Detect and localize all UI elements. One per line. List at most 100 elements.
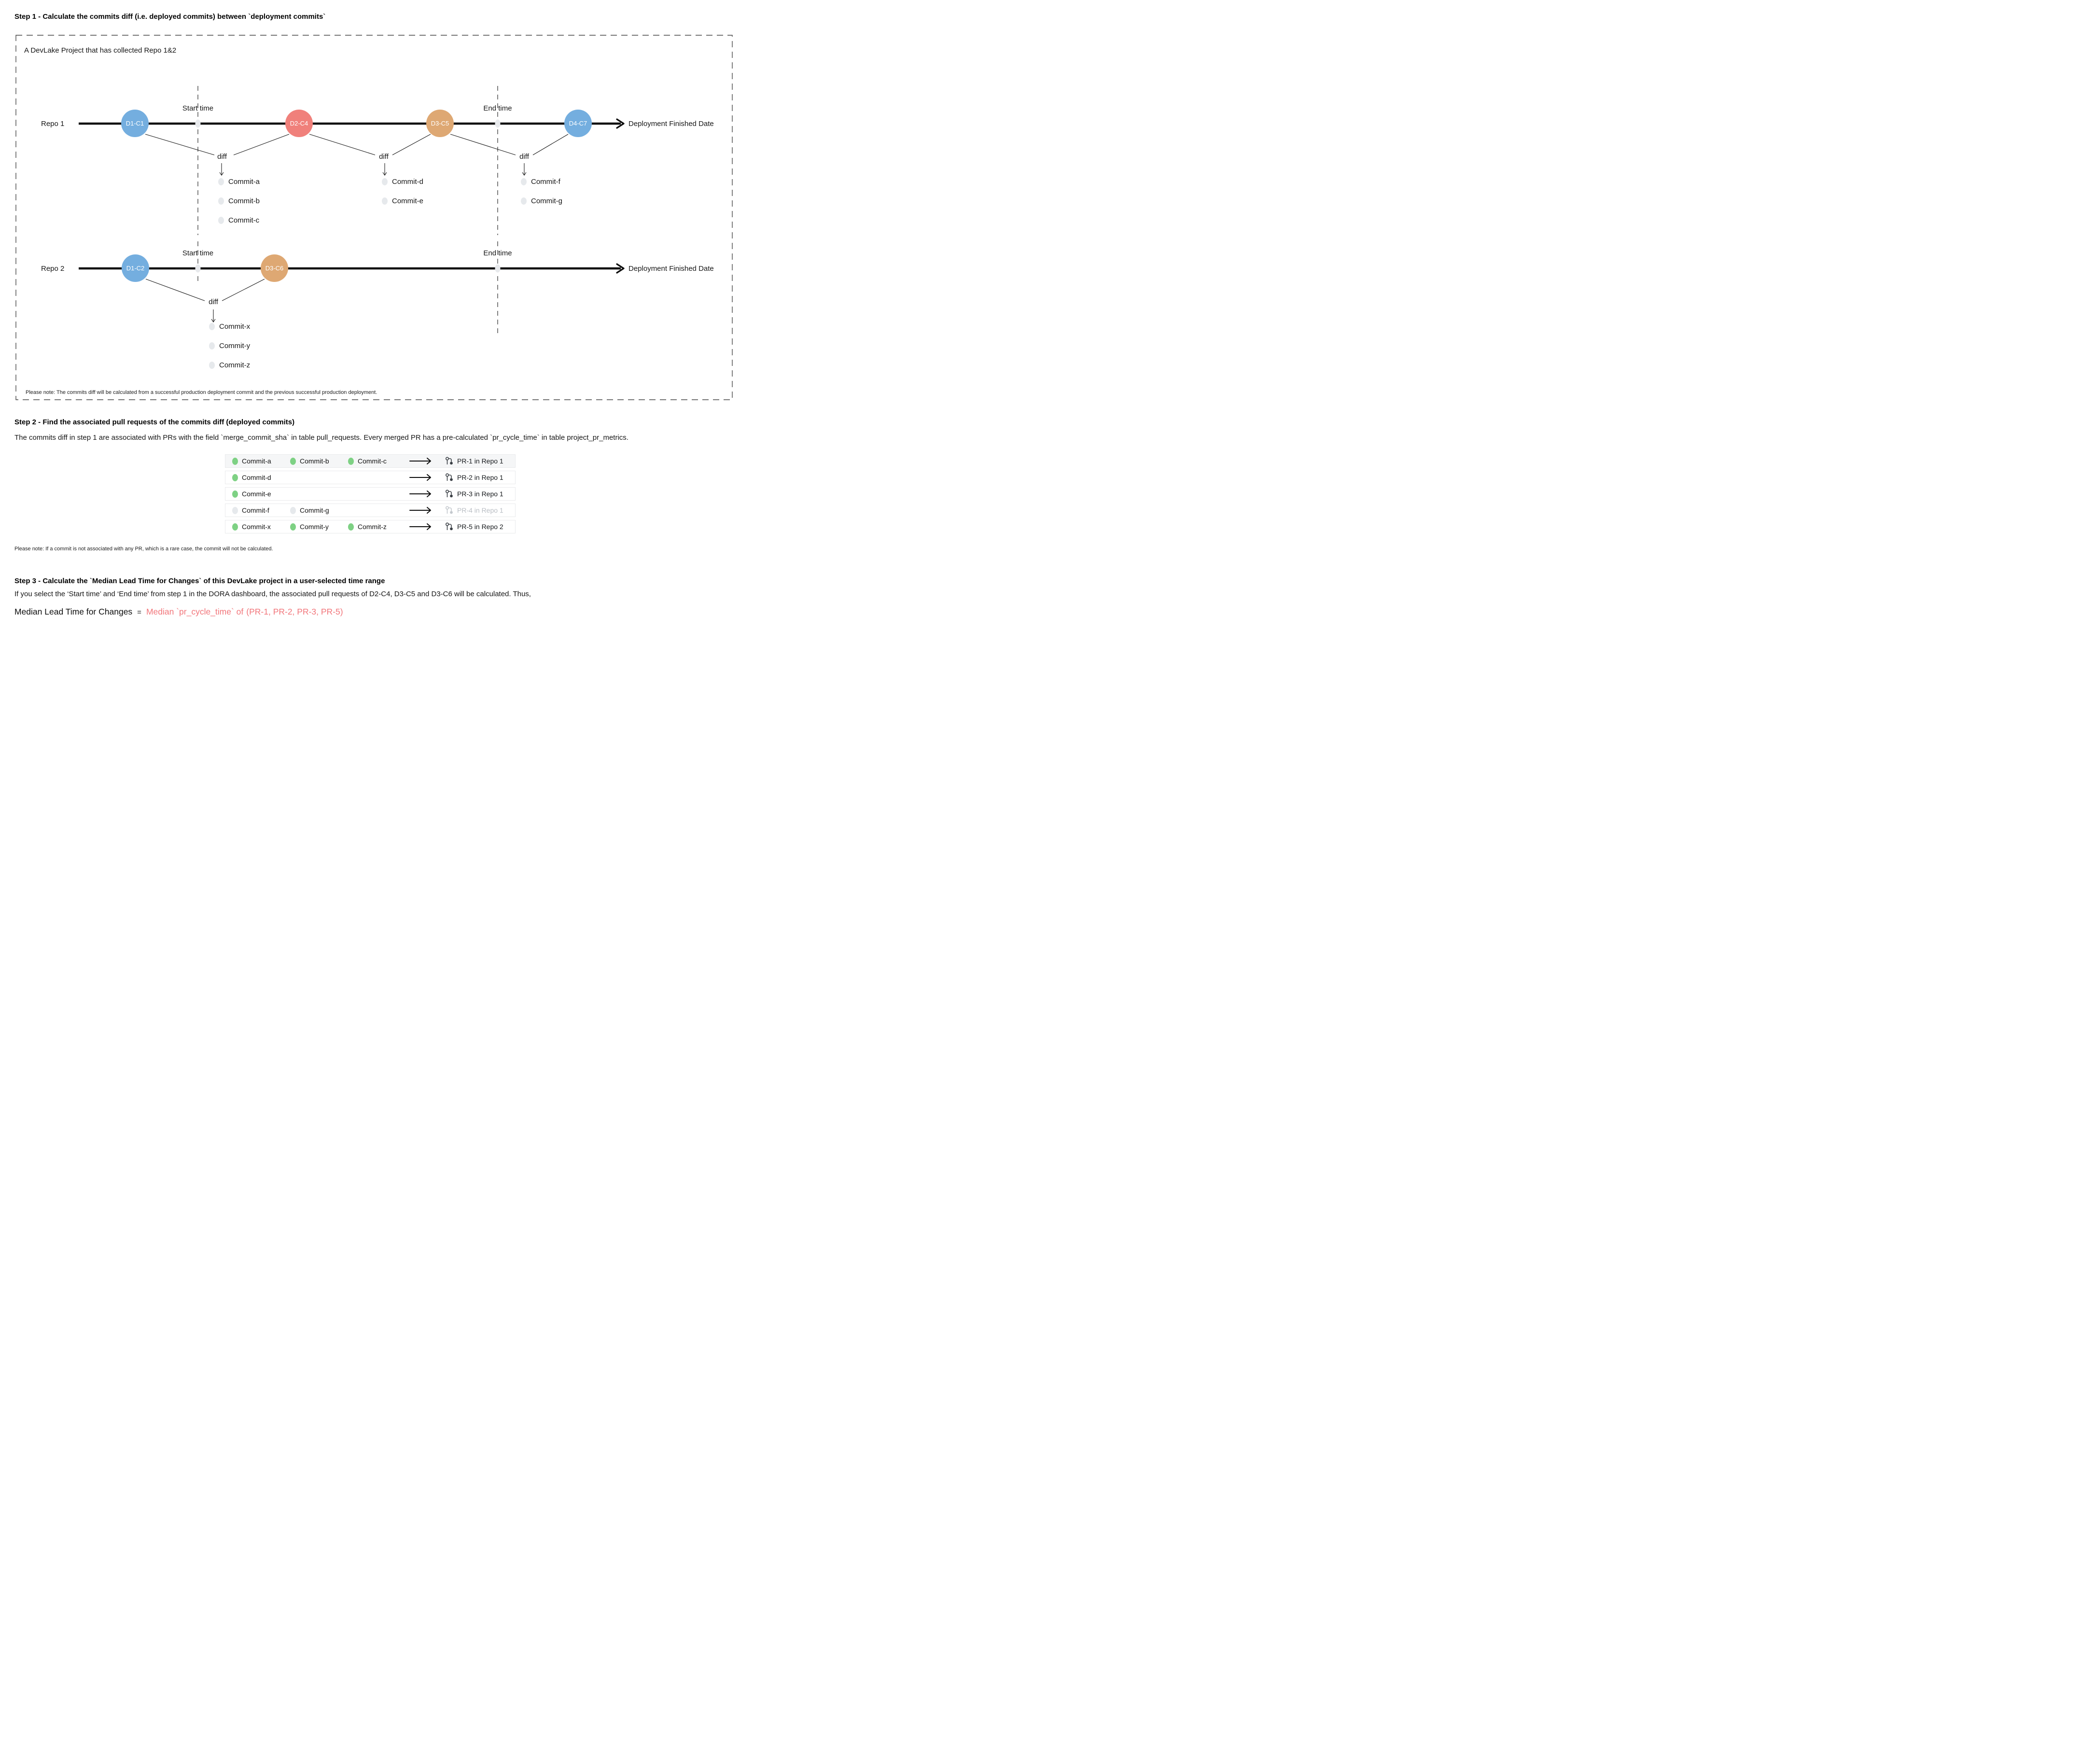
commit-label: Commit-e: [392, 196, 424, 205]
pull-request-icon: [445, 522, 453, 530]
step1-title: Step 1 - Calculate the commits diff (i.e…: [14, 13, 326, 21]
diff-commit: Commit-a: [218, 177, 260, 186]
end-marker-repo2: [495, 264, 501, 273]
project-box-border: [15, 35, 733, 400]
arrow-icon: [409, 507, 431, 514]
pull-request-icon: [445, 456, 453, 464]
commit-label: Commit-a: [242, 457, 271, 465]
commit-dot-icon: [382, 178, 388, 185]
commit-dot-icon: [218, 197, 224, 205]
project-box-label: A DevLake Project that has collected Rep…: [24, 46, 177, 55]
diff-commit: Commit-g: [521, 196, 562, 206]
commit-dot-icon: [218, 178, 224, 185]
commit-dot-icon: [382, 197, 388, 205]
deployment-finished-label-repo2: Deployment Finished Date: [628, 265, 714, 273]
pr-label: PR-5 in Repo 2: [457, 523, 503, 531]
end-marker-repo1: [495, 119, 501, 128]
diff-label-3: diff: [519, 153, 529, 161]
diff-commit: Commit-x: [209, 322, 250, 331]
pr-label: PR-1 in Repo 1: [457, 457, 503, 465]
diff-commit: Commit-c: [218, 215, 259, 225]
commit-dot-icon: [209, 322, 215, 330]
commit-dot-icon: [232, 506, 238, 514]
formula-left: Median Lead Time for Changes: [14, 607, 133, 616]
commit-dot-icon: [232, 523, 238, 531]
pr-cell: PR-3 in Repo 1: [445, 488, 503, 500]
deployment-node-d1c2: D1-C2: [122, 254, 149, 282]
commit-dot-icon: [209, 361, 215, 369]
commit-label: Commit-b: [300, 457, 329, 465]
commit-label: Commit-f: [242, 506, 269, 514]
start-marker-repo2: [195, 264, 201, 273]
pr-cell: PR-5 in Repo 2: [445, 520, 503, 533]
end-time-label-repo2: End time: [483, 249, 512, 257]
pr-cell: PR-2 in Repo 1: [445, 471, 503, 484]
diff-arrow-repo2: [211, 309, 216, 322]
pr-mapping-row: Commit-e PR-3 in Repo 1: [225, 487, 516, 501]
commit-label: Commit-c: [358, 457, 387, 465]
start-time-label-repo1: Start time: [182, 104, 214, 112]
start-marker-repo1: [195, 119, 201, 128]
arrow-icon: [409, 490, 431, 497]
formula-equals: =: [137, 608, 141, 616]
diff-label-1: diff: [217, 153, 227, 161]
diff-commit: Commit-e: [382, 196, 423, 206]
commit-dot-icon: [521, 197, 527, 205]
deployment-node-d4c7: D4-C7: [564, 110, 592, 137]
arrow-icon: [409, 474, 431, 481]
diff-commit: Commit-f: [521, 177, 560, 186]
commit-label: Commit-a: [228, 177, 260, 186]
deployment-node-d3c5: D3-C5: [426, 110, 454, 137]
commit-dot-icon: [290, 523, 296, 531]
diff-arrow-1: [219, 163, 224, 176]
repo2-label: Repo 2: [41, 265, 65, 273]
end-time-label-repo1: End time: [483, 104, 512, 112]
pr-label: PR-4 in Repo 1: [457, 506, 503, 514]
pull-request-icon: [445, 505, 453, 514]
diff-label-2: diff: [379, 153, 389, 161]
step2-note: Please note: If a commit is not associat…: [14, 546, 273, 552]
pr-label: PR-3 in Repo 1: [457, 490, 503, 498]
commit-dot-icon: [521, 178, 527, 185]
commit-label: Commit-d: [242, 474, 271, 481]
formula-median-expr: Median `pr_cycle_time` of: [146, 607, 244, 616]
arrow-icon: [409, 458, 431, 464]
pr-mapping-row: Commit-f Commit-g PR-4 in Repo 1: [225, 504, 516, 517]
step3-description: If you select the ‘Start time’ and ‘End …: [14, 590, 531, 598]
formula-pr-list: (PR-1, PR-2, PR-3, PR-5): [246, 607, 343, 616]
lead-time-formula: Median Lead Time for Changes = Median `p…: [14, 607, 343, 617]
pr-cell: PR-4 in Repo 1: [445, 504, 503, 517]
diff-commit: Commit-y: [209, 341, 250, 350]
pull-request-icon: [445, 489, 453, 497]
commit-dot-icon: [232, 474, 238, 481]
pr-mapping-row: Commit-a Commit-b Commit-c PR-1 in Repo …: [225, 454, 516, 468]
commit-dot-icon: [348, 457, 354, 465]
deployment-finished-label-repo1: Deployment Finished Date: [628, 120, 714, 128]
diff-arrow-2: [382, 163, 387, 176]
commit-label: Commit-y: [300, 523, 329, 531]
commit-dot-icon: [290, 457, 296, 465]
diff-commit: Commit-b: [218, 196, 260, 206]
commit-dot-icon: [232, 490, 238, 498]
diff-commit: Commit-z: [209, 360, 250, 370]
commit-label: Commit-z: [358, 523, 387, 531]
step2-description: The commits diff in step 1 are associate…: [14, 434, 628, 442]
commit-label: Commit-b: [228, 196, 260, 205]
step3-title: Step 3 - Calculate the `Median Lead Time…: [14, 577, 385, 585]
pr-mapping-row: Commit-d PR-2 in Repo 1: [225, 471, 516, 484]
step2-title: Step 2 - Find the associated pull reques…: [14, 418, 295, 426]
commit-label: Commit-d: [392, 177, 424, 186]
pr-cell: PR-1 in Repo 1: [445, 455, 503, 467]
commit-dot-icon: [348, 523, 354, 531]
diagram-lines: [15, 35, 733, 400]
diff-label-repo2: diff: [209, 298, 218, 306]
commit-label: Commit-g: [531, 196, 563, 205]
deployment-node-d3c6: D3-C6: [261, 254, 288, 282]
diff-arrow-3: [522, 163, 527, 176]
commit-label: Commit-z: [219, 361, 251, 369]
pr-label: PR-2 in Repo 1: [457, 474, 503, 481]
repo1-label: Repo 1: [41, 120, 65, 128]
commit-label: Commit-x: [242, 523, 271, 531]
commit-label: Commit-f: [531, 177, 560, 186]
